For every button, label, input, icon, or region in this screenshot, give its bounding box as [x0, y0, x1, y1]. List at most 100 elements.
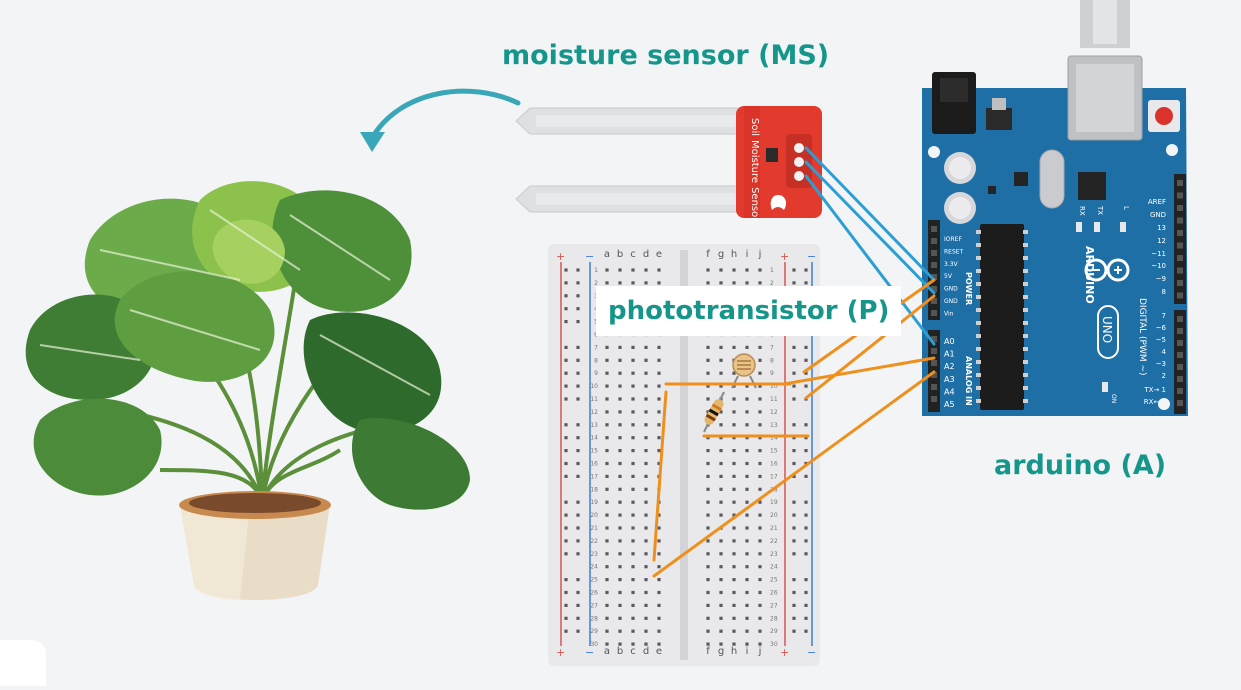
plant-pot: [179, 491, 331, 600]
chip-pin: [976, 295, 981, 299]
breadboard-hole: [706, 539, 710, 543]
row-number: 16: [770, 461, 778, 468]
rail-hole: [576, 616, 580, 620]
crystal: [1039, 149, 1065, 209]
column-letter: c: [630, 249, 636, 260]
rail-hole: [576, 345, 580, 349]
row-number: 9: [594, 370, 598, 377]
breadboard-hole: [706, 642, 710, 646]
breadboard-hole: [719, 629, 723, 633]
power-pin-label: 5V: [944, 273, 953, 280]
column-letter: a: [604, 249, 610, 260]
breadboard-hole: [745, 565, 749, 569]
chip-pin: [976, 399, 981, 403]
breadboard-hole: [732, 487, 736, 491]
row-number: 8: [770, 357, 774, 364]
breadboard-hole: [719, 500, 723, 504]
rail-hole: [564, 603, 568, 607]
breadboard-hole: [706, 500, 710, 504]
rail-hole: [804, 513, 808, 517]
rail-hole: [804, 268, 808, 272]
leaf: [351, 418, 470, 510]
breadboard-hole: [618, 487, 622, 491]
breadboard-hole: [719, 474, 723, 478]
digital-pin-label: 12: [1157, 237, 1166, 245]
mounting-hole: [1158, 398, 1170, 410]
breadboard-hole: [618, 565, 622, 569]
chip-pin: [1023, 256, 1028, 260]
breadboard-hole: [644, 268, 648, 272]
phototransistor-component: [731, 353, 757, 389]
rail-hole: [792, 590, 796, 595]
breadboard-hole: [631, 565, 635, 569]
row-number: 24: [770, 564, 778, 571]
chip-pin: [1023, 282, 1028, 286]
blue-wires: [804, 146, 936, 346]
header-hole: [1177, 242, 1183, 249]
breadboard-hole: [618, 616, 622, 620]
breadboard-hole: [758, 578, 762, 582]
breadboard-hole: [706, 449, 710, 453]
wire-gnd-rail: [804, 294, 936, 400]
breadboard-hole: [732, 436, 736, 440]
breadboard-hole: [745, 603, 749, 607]
breadboard-hole: [657, 578, 661, 582]
digital-pin-label: 7: [1162, 312, 1166, 320]
row-number: 11: [590, 396, 598, 403]
header-hole: [1177, 230, 1183, 236]
breadboard-hole: [732, 578, 736, 582]
row-number: 29: [590, 628, 598, 635]
column-letter: j: [758, 646, 762, 657]
sensor-pin: [794, 143, 804, 153]
breadboard-hole: [758, 268, 762, 272]
rail-hole: [564, 513, 568, 517]
rx-label: RX: [1078, 206, 1086, 216]
breadboard-hole: [706, 358, 710, 362]
rail-hole: [564, 281, 568, 285]
leaf: [212, 219, 285, 284]
analog-pin-label: A5: [944, 400, 955, 409]
breadboard-hole: [605, 616, 609, 620]
rail-hole: [576, 461, 580, 466]
arrowhead-icon: [360, 132, 385, 152]
breadboard-hole: [719, 384, 723, 388]
row-number: 25: [590, 577, 598, 584]
breadboard-hole: [605, 629, 609, 633]
breadboard-hole: [657, 526, 661, 530]
power-header: [928, 220, 940, 320]
breadboard-hole: [706, 513, 710, 517]
row-number: 13: [770, 422, 778, 429]
chip-pin: [976, 386, 981, 390]
rail-hole: [564, 590, 568, 595]
breadboard-hole: [644, 642, 648, 646]
breadboard-hole: [719, 513, 723, 517]
breadboard-hole: [758, 474, 762, 478]
rail-hole: [564, 345, 568, 349]
column-letter: h: [731, 249, 737, 260]
breadboard-hole: [706, 384, 710, 388]
row-number: 20: [770, 512, 778, 519]
breadboard-hole: [618, 500, 622, 504]
tx-label: TX: [1096, 205, 1104, 215]
breadboard-hole: [732, 616, 736, 620]
breadboard-hole: [605, 423, 609, 427]
breadboard-hole: [618, 513, 622, 517]
breadboard-hole: [745, 281, 749, 285]
breadboard-hole: [631, 397, 635, 401]
column-letter: g: [718, 249, 724, 260]
chip-pin: [1023, 347, 1028, 351]
digital-pin-label: ~6: [1156, 324, 1167, 332]
breadboard-hole: [644, 461, 648, 466]
header-hole: [931, 310, 937, 316]
breadboard-hole: [758, 487, 762, 491]
header-hole: [1177, 316, 1183, 322]
led: [1094, 222, 1100, 232]
column-letter: h: [731, 646, 737, 657]
row-number: 15: [590, 448, 598, 455]
breadboard-hole: [618, 358, 622, 362]
breadboard-hole: [758, 590, 762, 595]
header-hole: [1177, 192, 1183, 199]
breadboard-hole: [605, 539, 609, 543]
